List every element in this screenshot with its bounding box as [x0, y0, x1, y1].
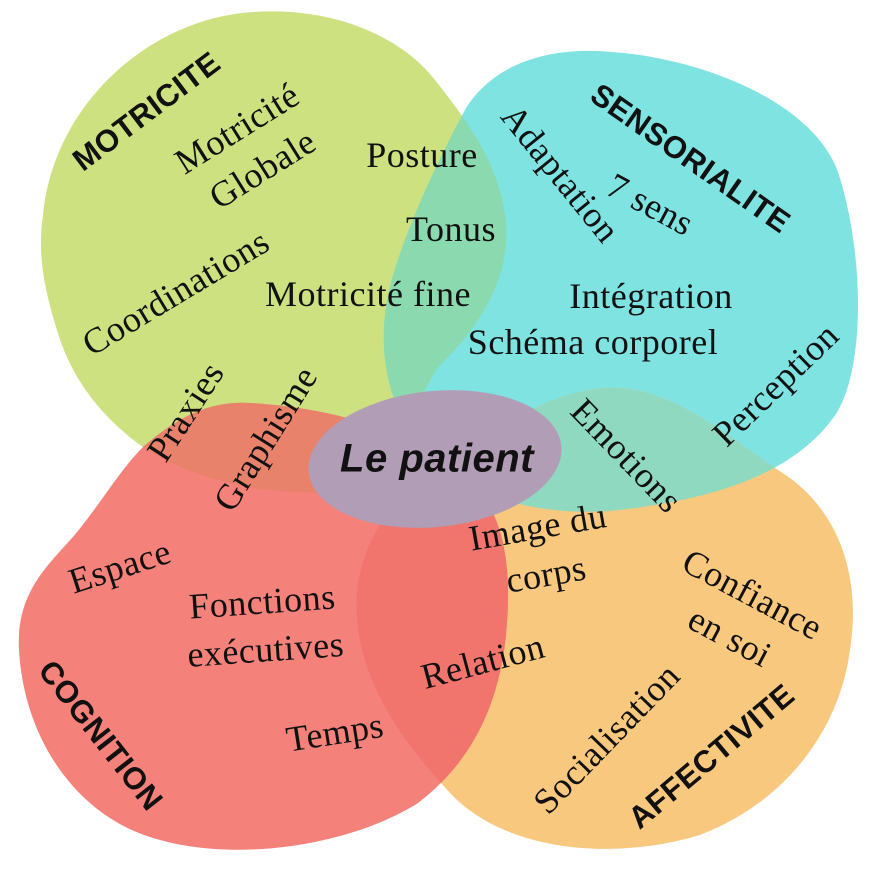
patient-center-label: Le patient: [340, 436, 534, 481]
term-fonctions-executives: Fonctions exécutives: [185, 576, 346, 675]
term-motricite-fine: Motricité fine: [265, 274, 471, 315]
patient-blob: [308, 390, 562, 528]
term-schema-corporel: Schéma corporel: [467, 322, 719, 363]
term-tonus: Tonus: [406, 209, 496, 250]
term-integration: Intégration: [569, 276, 733, 317]
term-posture: Posture: [366, 135, 478, 176]
